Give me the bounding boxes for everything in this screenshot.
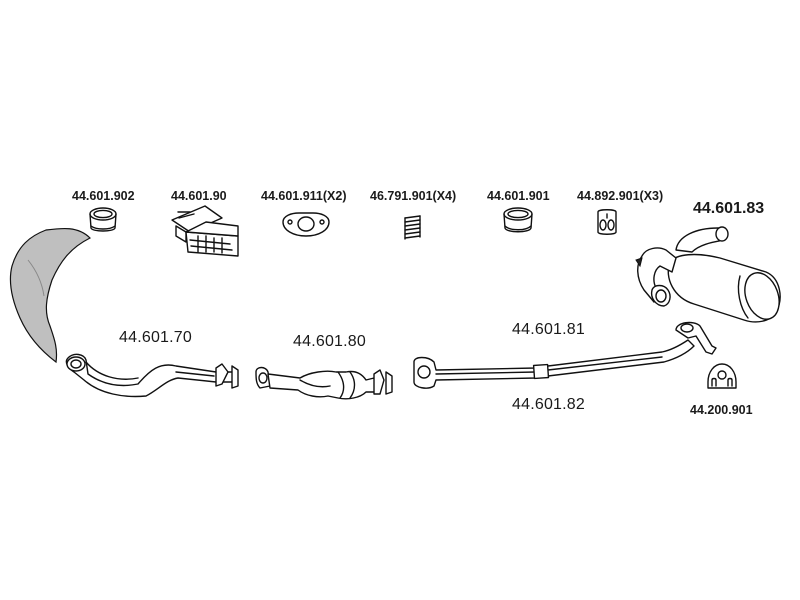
front-pipe-shape (65, 353, 239, 398)
rear-muffler-shape (635, 226, 781, 323)
clamp-ring-1-shape (89, 207, 117, 232)
heat-shield-shape (9, 227, 92, 364)
label-gasket: 44.601.911(X2) (261, 189, 347, 203)
label-front-pipe: 44.601.70 (119, 329, 192, 346)
label-rear-muffler: 44.601.83 (693, 200, 765, 217)
label-middle-pipe-upper: 44.601.81 (512, 321, 585, 338)
rear-hanger-shape (707, 363, 737, 389)
clamp-ring-2-shape (503, 207, 533, 233)
label-mounting-kit: 44.601.90 (171, 189, 227, 203)
label-clamp-ring-1: 44.601.902 (72, 189, 135, 203)
label-middle-pipe-lower: 44.601.82 (512, 396, 585, 413)
label-rubber-hanger: 44.892.901(X3) (577, 189, 664, 203)
spring-shape (404, 215, 421, 240)
gasket-shape (282, 212, 330, 237)
label-catalytic-converter: 44.601.80 (293, 333, 366, 350)
label-clamp-ring-2: 44.601.901 (487, 189, 550, 203)
mounting-kit-shape (171, 205, 239, 257)
middle-pipe-shape (413, 321, 717, 389)
label-spring: 46.791.901(X4) (370, 189, 457, 203)
catalytic-converter-shape (255, 366, 393, 400)
label-rear-hanger: 44.200.901 (690, 403, 753, 417)
rubber-hanger-shape (597, 209, 617, 235)
